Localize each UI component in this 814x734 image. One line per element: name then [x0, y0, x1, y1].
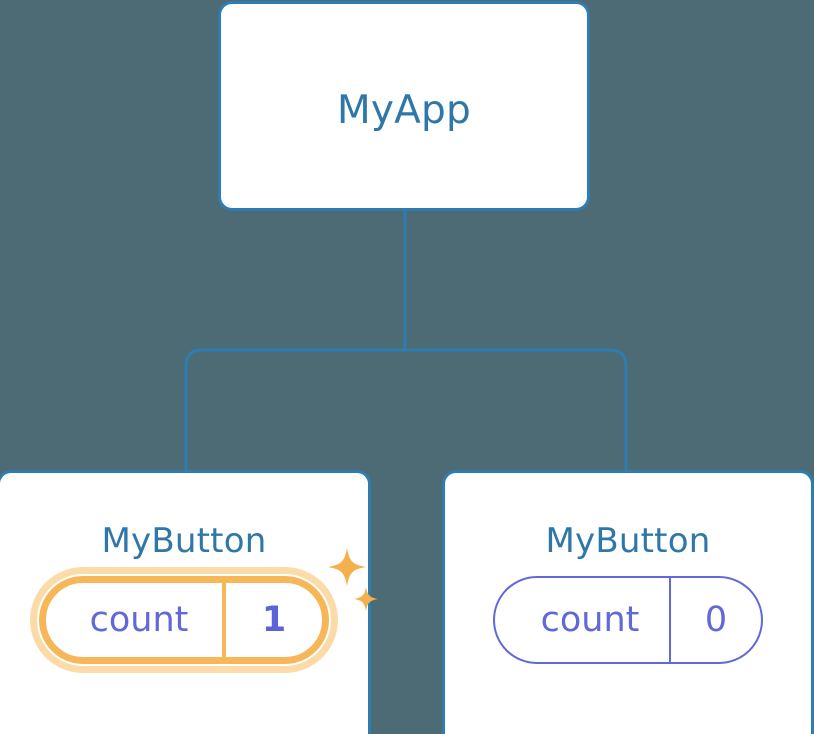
- state-key-right: count: [495, 578, 671, 662]
- state-pill-left-holder: count 1: [30, 548, 378, 673]
- edge-branch-bus: [184, 348, 628, 470]
- state-pill-left-wrap: count 1: [0, 548, 378, 673]
- node-mybutton-left-title: MyButton: [101, 521, 267, 561]
- state-key-left: count: [46, 583, 226, 657]
- state-pill-right-holder: count 0: [493, 576, 763, 664]
- node-myapp-title: MyApp: [337, 88, 471, 133]
- node-mybutton-right-title: MyButton: [545, 521, 711, 561]
- state-value-left: 1: [261, 600, 287, 640]
- node-myapp[interactable]: MyApp: [218, 1, 590, 211]
- state-value-right: 0: [704, 600, 728, 640]
- state-pill-right[interactable]: count 0: [493, 576, 763, 664]
- state-pill-left[interactable]: count 1: [39, 576, 329, 664]
- node-mybutton-right[interactable]: MyButton count 0: [442, 470, 814, 734]
- node-mybutton-left[interactable]: MyButton count 1: [0, 470, 378, 734]
- state-pill-right-wrap: count 0: [445, 576, 811, 664]
